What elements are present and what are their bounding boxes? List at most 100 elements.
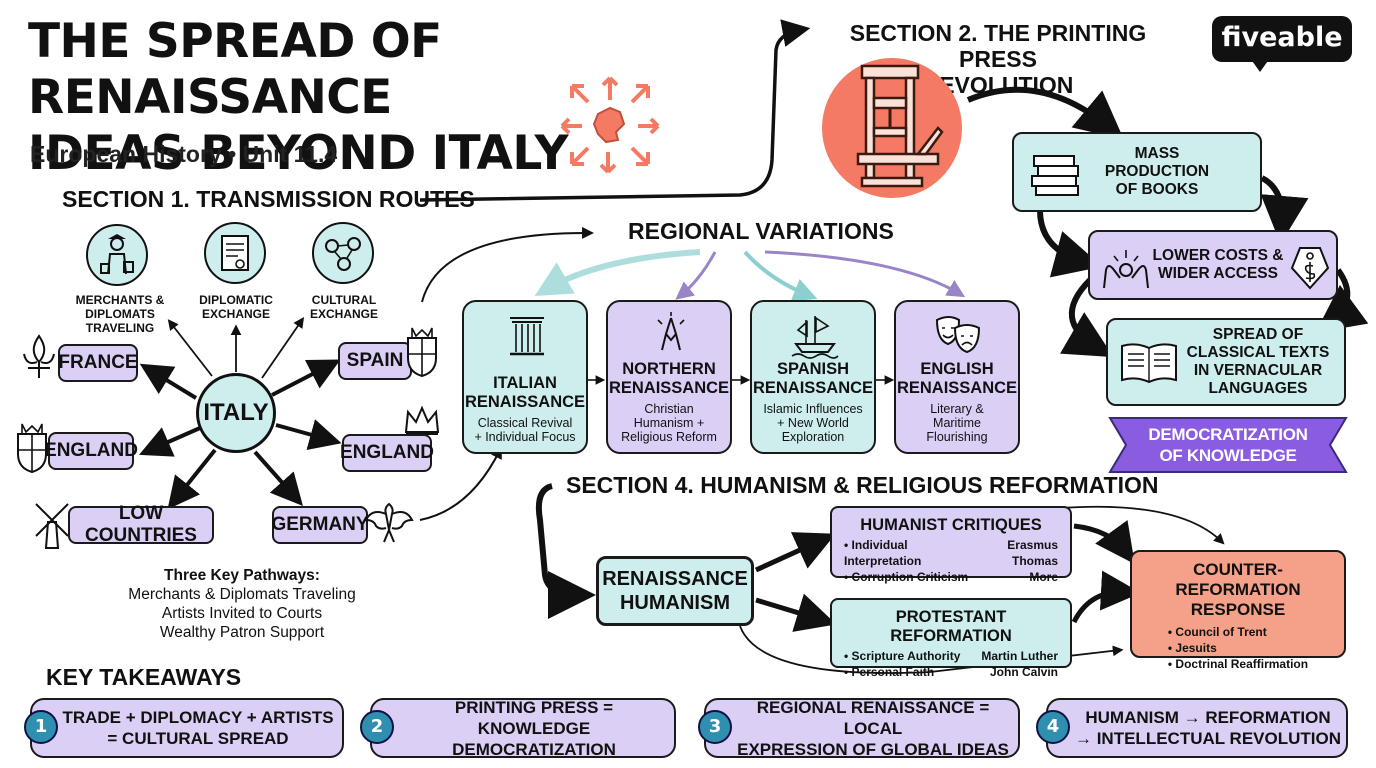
- network-icon: [312, 222, 374, 284]
- italy-map-burst-icon: [560, 76, 660, 174]
- step-line: SPREAD OF: [1212, 326, 1304, 343]
- exchange-label-diplomatic: DIPLOMATIC EXCHANGE: [188, 293, 284, 321]
- takeaway-line: PRINTING PRESS =: [454, 697, 614, 717]
- reformation-people: Martin Luther John Calvin: [981, 648, 1058, 680]
- takeaway-number: 4: [1036, 710, 1070, 744]
- card-desc-line: Islamic Influences: [763, 402, 863, 416]
- takeaway-text: HUMANISM → REFORMATION → INTELLECTUAL RE…: [1075, 707, 1341, 749]
- card-english-renaissance: ENGLISH RENAISSANCE Literary & Maritime …: [894, 300, 1020, 454]
- democratization-banner: DEMOCRATIZATION OF KNOWLEDGE: [1108, 424, 1348, 466]
- country-low-countries: LOW COUNTRIES: [68, 503, 214, 546]
- exchange-label-line: MERCHANTS &: [75, 293, 165, 307]
- takeaway-line: → INTELLECTUAL REVOLUTION: [1074, 729, 1341, 748]
- section-2-heading-line: SECTION 2. THE PRINTING PRESS: [849, 20, 1147, 72]
- page-title: THE SPREAD OF RENAISSANCE IDEAS BEYOND I…: [28, 14, 788, 182]
- card-desc-line: Humanism +: [633, 416, 705, 430]
- banner-line: OF KNOWLEDGE: [1159, 446, 1297, 465]
- step-line: LOWER COSTS &: [1152, 247, 1284, 264]
- theatre-masks-icon: [935, 316, 981, 354]
- step-line: MASS: [1134, 145, 1180, 162]
- pathway-item: Wealthy Patron Support: [159, 624, 325, 641]
- card-title: ENGLISH: [920, 360, 994, 378]
- country-england-right: ENGLAND: [340, 434, 434, 472]
- card-desc-line: Maritime: [933, 416, 981, 430]
- column-icon: [510, 317, 544, 356]
- eagle-icon: [364, 502, 414, 543]
- takeaway-text: TRADE + DIPLOMACY + ARTISTS = CULTURAL S…: [62, 707, 333, 749]
- takeaway-line: TRADE + DIPLOMACY + ARTISTS: [62, 708, 334, 727]
- card-title: ITALIAN: [493, 374, 557, 392]
- card-desc-line: Christian: [644, 402, 694, 416]
- crown-icon: [404, 405, 440, 435]
- democratization-banner-shape: [1108, 417, 1348, 473]
- takeaway-number: 2: [360, 710, 394, 744]
- key-takeaways-heading: KEY TAKEAWAYS: [46, 664, 242, 690]
- printing-press-illustration: [822, 58, 962, 198]
- counter-title: RESPONSE: [1190, 600, 1286, 619]
- exchange-label-line: EXCHANGE: [309, 307, 378, 321]
- takeaway-4: HUMANISM → REFORMATION → INTELLECTUAL RE…: [1046, 698, 1348, 758]
- critiques-points: • Individual Interpretation • Corruption…: [844, 537, 983, 585]
- card-desc-line: Literary &: [930, 402, 984, 416]
- reformation-point: • Scripture Authority: [844, 649, 961, 663]
- step-line: IN VERNACULAR: [1193, 362, 1323, 379]
- exchange-label-line: EXCHANGE: [201, 307, 270, 321]
- banner-line: DEMOCRATIZATION: [1148, 425, 1308, 444]
- step-line: CLASSICAL TEXTS: [1186, 344, 1330, 361]
- card-northern-renaissance: NORTHERN RENAISSANCE Christian Humanism …: [606, 300, 732, 454]
- section-2-heading: SECTION 2. THE PRINTING PRESS REVOLUTION: [838, 20, 1158, 98]
- step-line: PRODUCTION: [1104, 163, 1210, 180]
- counter-point: • Council of Trent: [1167, 625, 1267, 639]
- pathways-heading: Three Key Pathways:: [164, 567, 320, 584]
- scroll-icon: [204, 222, 266, 284]
- open-book-icon: [1121, 343, 1177, 384]
- brand-logo: fiveable: [1212, 16, 1352, 62]
- card-title: NORTHERN: [622, 360, 716, 378]
- card-title: RENAISSANCE: [896, 379, 1018, 397]
- card-title: RENAISSANCE: [752, 379, 874, 397]
- counter-title: COUNTER-REFORMATION: [1175, 560, 1301, 599]
- takeaway-line: HUMANISM → REFORMATION: [1085, 708, 1331, 727]
- card-desc-line: Flourishing: [926, 430, 988, 444]
- reformation-title: PROTESTANT REFORMATION: [890, 608, 1012, 645]
- country-germany: GERMANY: [271, 506, 369, 544]
- merchant-icon: [86, 224, 148, 286]
- exchange-label-line: TRAVELING: [85, 321, 155, 335]
- takeaway-2: PRINTING PRESS = KNOWLEDGE DEMOCRATIZATI…: [370, 697, 676, 760]
- exchange-label-line: DIPLOMATS: [85, 307, 155, 321]
- reformation-point: • Personal Faith: [844, 665, 935, 679]
- section-4-heading: SECTION 4. HUMANISM & RELIGIOUS REFORMAT…: [566, 472, 1159, 498]
- italy-node: ITALY: [196, 373, 276, 453]
- takeaway-1: TRADE + DIPLOMACY + ARTISTS = CULTURAL S…: [30, 698, 344, 758]
- exchange-label-line: DIPLOMATIC: [199, 293, 273, 307]
- counter-points: • Council of Trent • Jesuits • Doctrinal…: [1168, 624, 1308, 672]
- card-desc: Islamic Influences + New World Explorati…: [763, 402, 862, 444]
- reformation-points: • Scripture Authority • Personal Faith: [844, 648, 960, 680]
- takeaway-text: PRINTING PRESS = KNOWLEDGE DEMOCRATIZATI…: [394, 697, 674, 760]
- critique-person: Erasmus: [1007, 538, 1058, 552]
- card-desc: Literary & Maritime Flourishing: [926, 402, 987, 444]
- exchange-label-merchants: MERCHANTS & DIPLOMATS TRAVELING: [72, 293, 168, 335]
- takeaway-text: REGIONAL RENAISSANCE = LOCAL EXPRESSION …: [728, 697, 1018, 760]
- country-france: FRANCE: [58, 344, 138, 382]
- humanism-line: RENAISSANCE: [602, 568, 748, 590]
- takeaway-3: REGIONAL RENAISSANCE = LOCAL EXPRESSION …: [704, 697, 1020, 760]
- reformation-body: • Scripture Authority • Personal Faith M…: [844, 648, 1058, 680]
- card-desc-line: Classical Revival: [477, 416, 573, 430]
- pathway-item: Merchants & Diplomats Traveling: [128, 586, 356, 603]
- step-spread-classical-texts: SPREAD OF CLASSICAL TEXTS IN VERNACULAR …: [1106, 318, 1346, 406]
- critiques-people: Erasmus Thomas More: [983, 537, 1058, 585]
- takeaway-line: KNOWLEDGE DEMOCRATIZATION: [452, 718, 616, 759]
- card-italian-renaissance: ITALIAN RENAISSANCE Classical Revival + …: [462, 300, 588, 454]
- title-line-1: THE SPREAD OF RENAISSANCE: [28, 14, 442, 125]
- spain-crest-icon: [407, 327, 437, 378]
- card-desc: Classical Revival + Individual Focus: [474, 416, 575, 444]
- card-title: RENAISSANCE: [464, 393, 586, 411]
- step-lower-costs: LOWER COSTS & WIDER ACCESS: [1088, 230, 1338, 300]
- pathways-summary: Three Key Pathways: Merchants & Diplomat…: [92, 566, 392, 642]
- title-line-2: IDEAS BEYOND ITALY: [28, 126, 569, 181]
- price-tag-icon: [1290, 247, 1330, 290]
- takeaway-line: REGIONAL RENAISSANCE = LOCAL: [756, 697, 990, 738]
- step-line: WIDER ACCESS: [1157, 265, 1278, 282]
- critique-point: • Individual Interpretation: [844, 538, 922, 568]
